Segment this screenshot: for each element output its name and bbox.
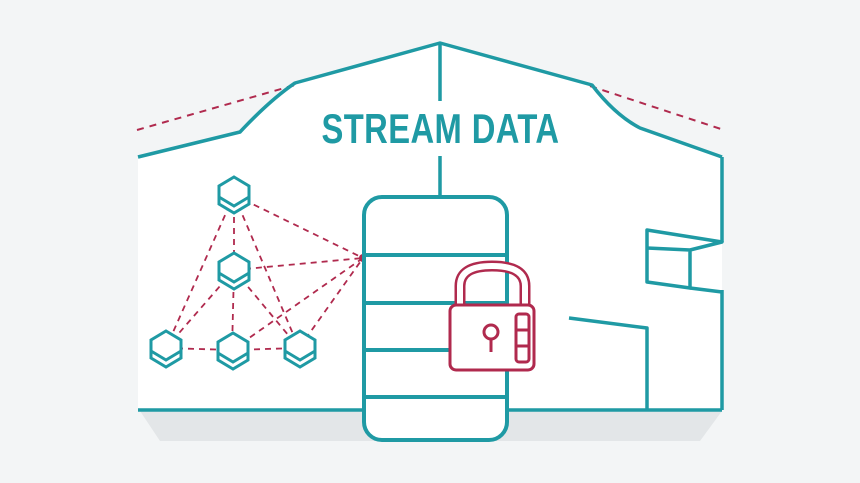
diagram-title: STREAM DATA xyxy=(321,104,559,152)
interior-shelf xyxy=(568,316,649,410)
roof-dash-left xyxy=(136,84,296,131)
hexagon-node-icon xyxy=(217,175,251,215)
wall-window xyxy=(645,228,724,290)
title-label-box: STREAM DATA xyxy=(321,101,559,156)
padlock-icon xyxy=(448,260,536,372)
wall-window-return xyxy=(689,286,723,294)
hexagon-node-icon xyxy=(217,251,251,291)
hexagon-node-icon xyxy=(216,331,250,371)
hexagon-node-icon xyxy=(149,329,183,369)
hexagon-node-icon xyxy=(283,329,317,369)
roof-dash-right xyxy=(589,85,725,131)
